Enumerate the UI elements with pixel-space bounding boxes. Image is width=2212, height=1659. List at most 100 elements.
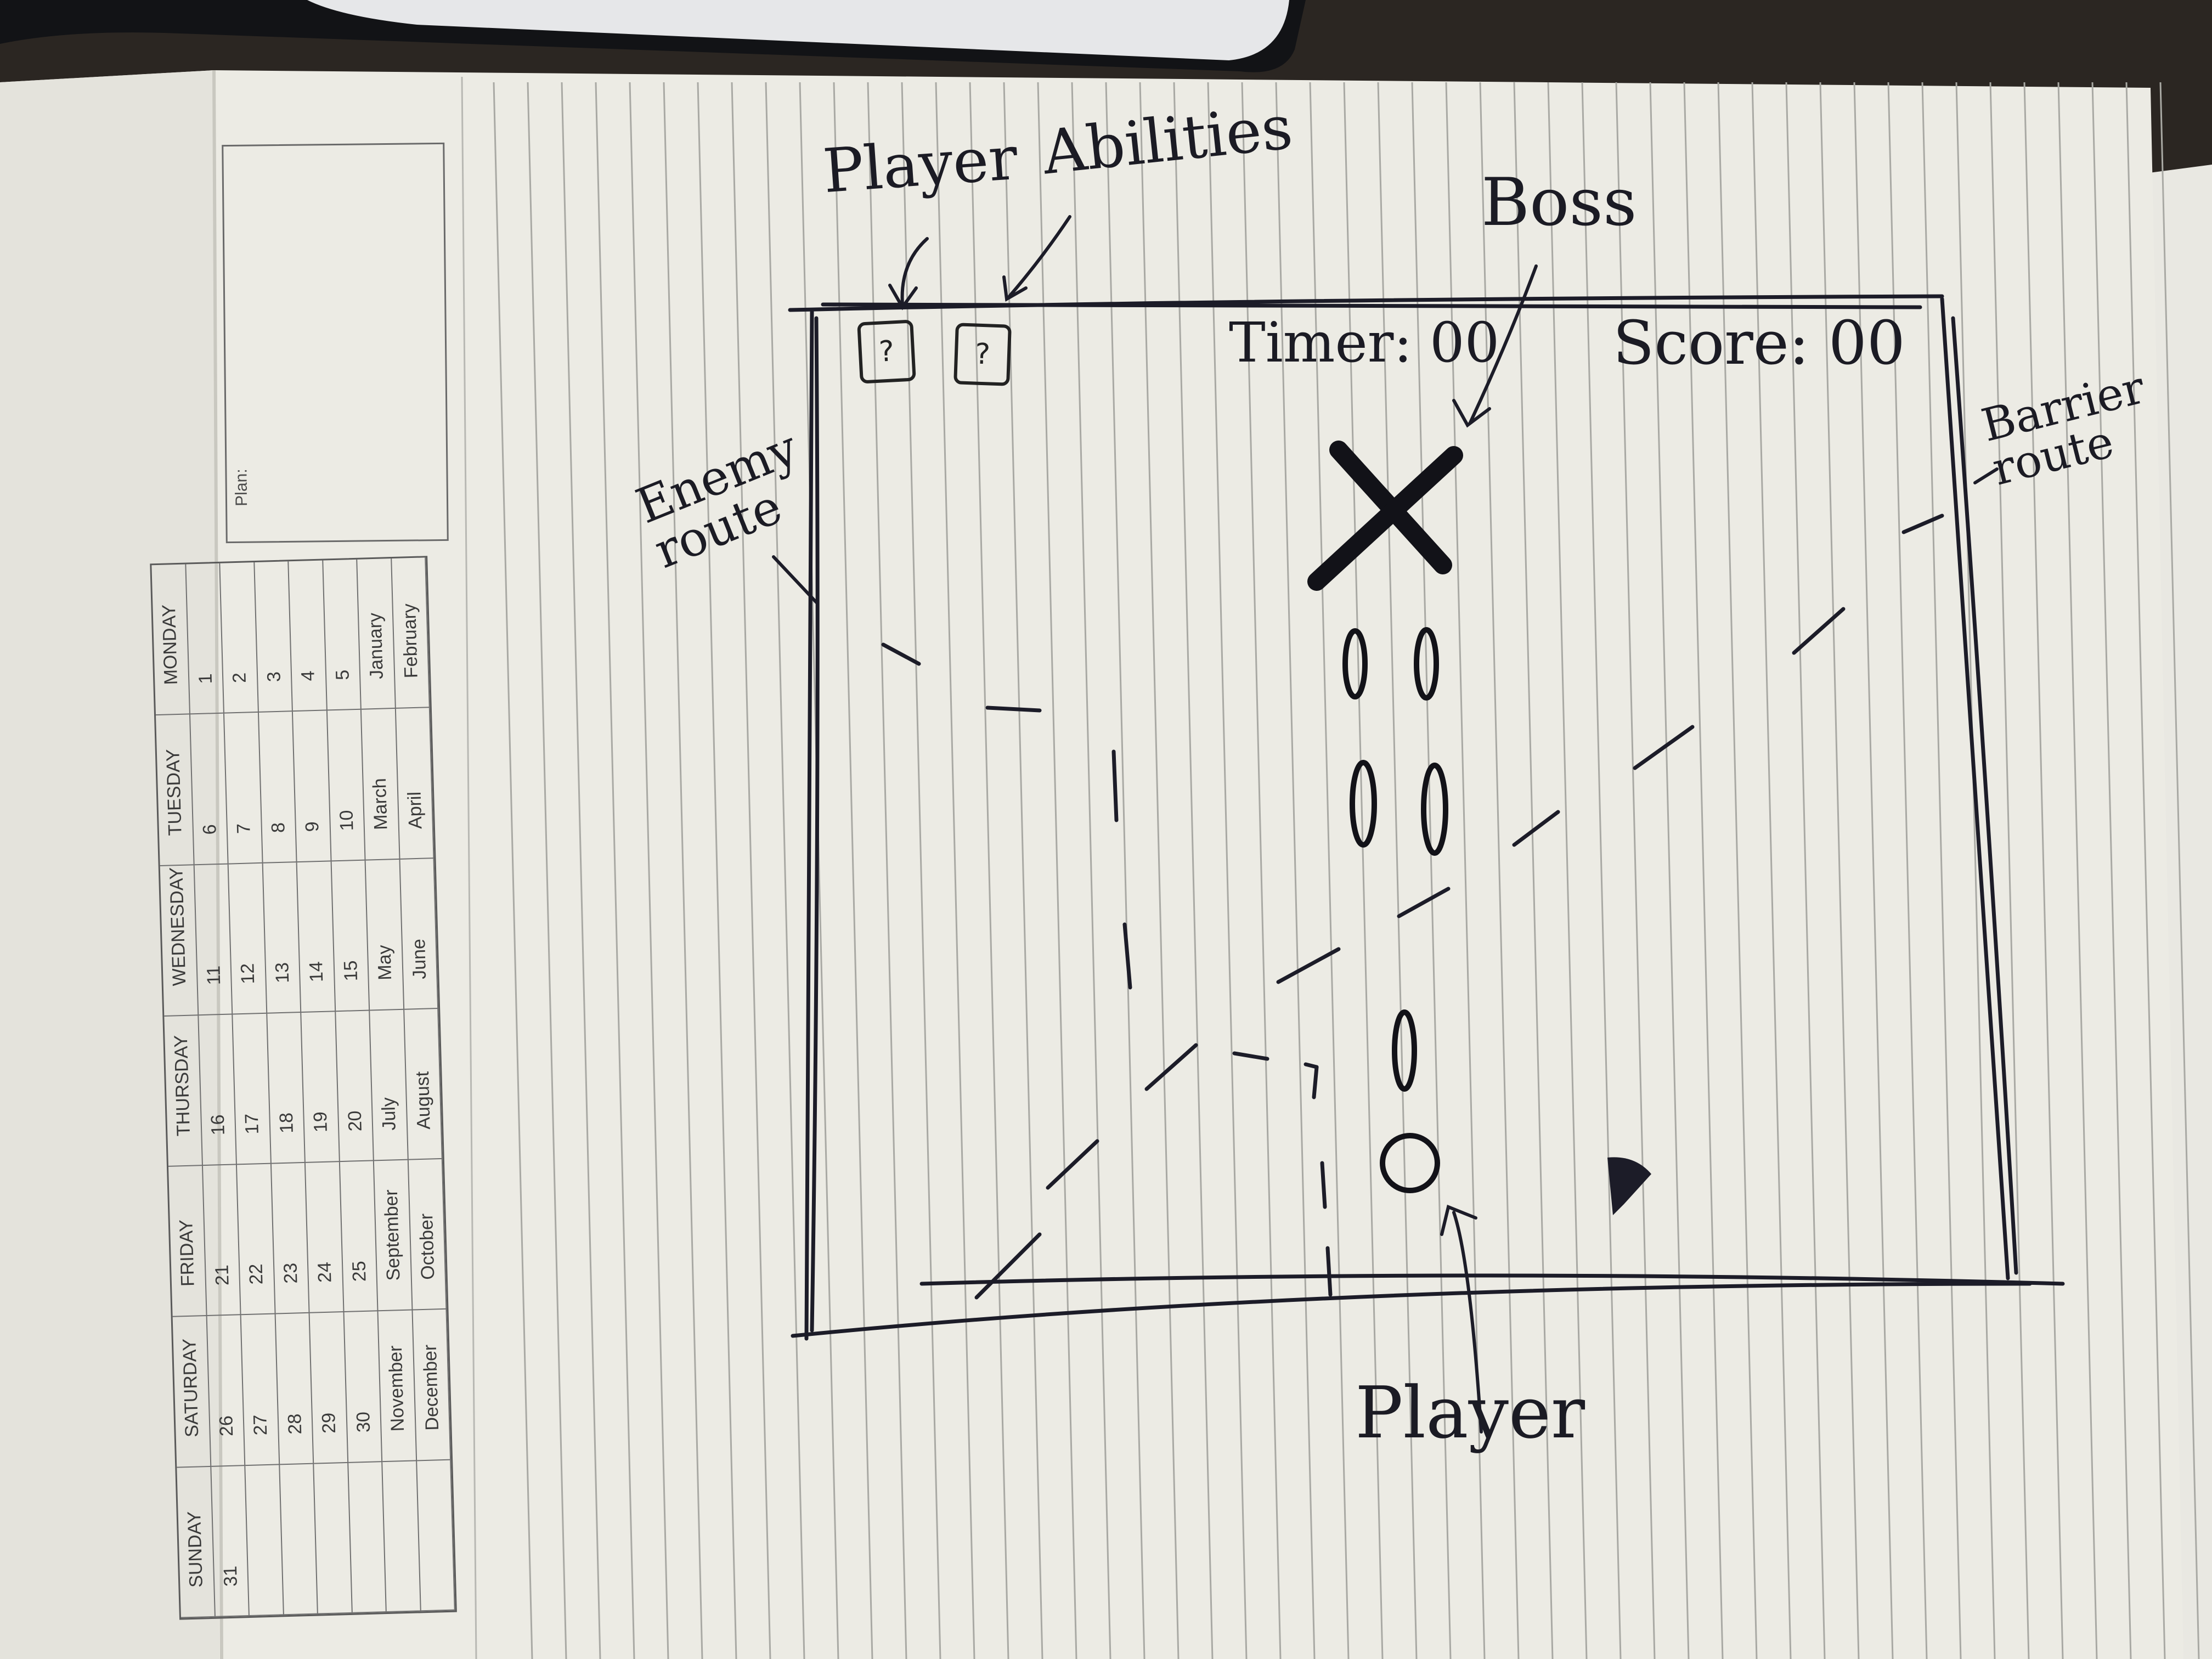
game-screen-frame (788, 294, 2065, 1341)
calendar-cell: THURSDAY (164, 1015, 203, 1167)
ruled-line (595, 82, 635, 1659)
ruled-line (1989, 82, 2030, 1659)
calendar-cell: 23 (271, 1163, 310, 1314)
score-readout: Score: 00 (1613, 313, 1905, 373)
calendar-cell: May (365, 859, 404, 1011)
weekday-label: THURSDAY (171, 1035, 195, 1137)
ruled-line (629, 82, 669, 1659)
ruled-line (833, 82, 873, 1659)
ruled-line (901, 82, 941, 1659)
ruled-line (1887, 82, 1928, 1659)
ability-slot-1-icon: ? (878, 335, 895, 369)
barrier-object (1607, 1157, 1651, 1215)
score-value: 00 (1828, 308, 1905, 378)
month-label: December (419, 1344, 443, 1431)
ruled-line (1139, 82, 1180, 1659)
calendar-cell: SATURDAY (172, 1316, 211, 1468)
calendar-cell: MONDAY (151, 564, 190, 716)
calendar-cell: 30 (344, 1311, 383, 1463)
ruled-line (1615, 82, 1656, 1659)
calendar-cell: 7 (224, 713, 263, 865)
ability-slot-1[interactable]: ? (857, 319, 916, 384)
calendar-cell: 25 (340, 1161, 379, 1313)
calendar-cell: 17 (233, 1013, 272, 1165)
ruled-line (527, 82, 567, 1659)
ability-slot-2-icon: ? (974, 337, 991, 371)
page-fold (212, 70, 223, 1659)
calendar-cell: November (378, 1310, 417, 1462)
calendar-cell: 19 (301, 1012, 340, 1164)
calendar-cell (245, 1465, 284, 1617)
calendar-cell: December (412, 1310, 452, 1462)
month-label: May (374, 944, 396, 981)
month-label: March (369, 777, 392, 830)
calendar-cell: September (374, 1160, 413, 1312)
day-number: 3 (263, 671, 285, 682)
ruled-line (935, 82, 975, 1659)
calendar-cell: 4 (289, 560, 328, 712)
calendar-cell: 21 (202, 1165, 241, 1317)
ruled-line (1955, 82, 1996, 1659)
weekday-label: WEDNESDAY (166, 866, 190, 986)
calendar-cell: 6 (190, 713, 229, 865)
ruled-line (1411, 82, 1452, 1659)
ruled-line (731, 82, 771, 1659)
day-number: 29 (318, 1412, 340, 1434)
day-number: 26 (215, 1415, 237, 1437)
ability-slot-2[interactable]: ? (953, 323, 1012, 386)
ruled-line (1037, 82, 1077, 1659)
score-label: Score: (1613, 308, 1809, 378)
calendar-cell: 24 (305, 1162, 345, 1314)
ruled-line (493, 82, 533, 1659)
calendar-cell: February (391, 557, 430, 709)
calendar-cell (314, 1463, 353, 1615)
tablet-screen-edge (307, 0, 1289, 60)
day-number: 1 (195, 673, 216, 685)
weekday-label: MONDAY (159, 604, 182, 686)
ruled-line (1819, 82, 1860, 1659)
timer-value: 00 (1429, 311, 1500, 375)
calendar-cell: March (361, 709, 400, 861)
month-label: February (398, 603, 422, 679)
ruled-line (1173, 82, 1214, 1659)
ruled-line (969, 82, 1009, 1659)
ruled-line (799, 82, 839, 1659)
left-page (0, 70, 219, 1659)
day-number: 18 (275, 1112, 297, 1134)
boss-projectiles (1342, 627, 1448, 1092)
day-number: 8 (267, 822, 289, 833)
day-number: 13 (271, 962, 293, 984)
ruled-line (765, 82, 805, 1659)
day-number: 27 (250, 1414, 272, 1436)
ruled-line (1581, 82, 1622, 1659)
day-number: 31 (219, 1565, 241, 1587)
calendar-cell: 10 (327, 709, 366, 861)
day-number: 7 (233, 822, 255, 834)
calendar-cell: 11 (194, 864, 233, 1016)
month-label: August (411, 1071, 435, 1130)
day-number: 25 (348, 1261, 370, 1283)
day-number: 20 (344, 1110, 366, 1132)
ruled-line (1275, 82, 1316, 1659)
day-number: 5 (332, 669, 353, 681)
calendar-cell: 8 (258, 712, 297, 864)
month-label: November (385, 1345, 409, 1432)
ruled-line (1547, 82, 1588, 1659)
ruled-line (2023, 82, 2064, 1659)
plan-box: Plan: (222, 142, 449, 544)
day-number: 6 (199, 823, 221, 835)
calendar-cell: 3 (254, 561, 293, 713)
margin-line (461, 76, 477, 1659)
boss-sprite (1307, 441, 1463, 591)
day-number: 14 (306, 961, 328, 983)
day-number: 19 (310, 1111, 332, 1133)
ruled-line (2159, 82, 2200, 1659)
ruled-line (1377, 82, 1418, 1659)
calendar-cell: June (400, 858, 439, 1010)
month-label: April (404, 791, 426, 830)
barrier-route-path (974, 514, 1944, 1300)
month-label: September (381, 1189, 404, 1282)
calendar-cell: 20 (335, 1011, 374, 1163)
weekday-label: FRIDAY (176, 1219, 199, 1287)
